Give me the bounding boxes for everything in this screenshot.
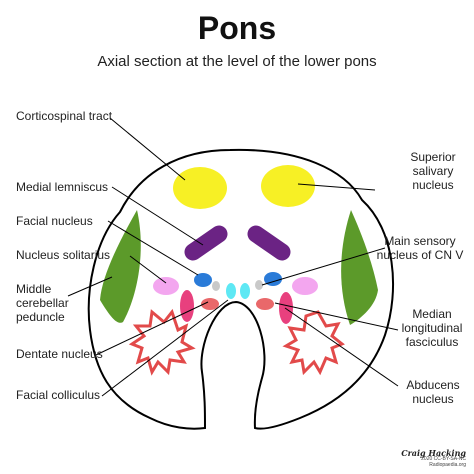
label-facial-colliculus: Facial colliculus [16,388,101,402]
leader-facial-colliculus [101,299,229,397]
mcp-right [341,210,378,325]
leader-salivary [297,183,376,191]
credit-license: 2020 CC-BY-SA-NC [421,456,466,462]
mlf-right [279,292,293,324]
sensory-line-2: nucleus of CN V [376,248,464,262]
mcp-left [100,210,141,323]
label-facial-nucleus: Facial nucleus [16,214,93,228]
dentate-right [282,310,345,376]
abducens-left [201,298,219,310]
mcp-line-3: peduncle [16,310,65,324]
mlf-line-2: longitudinal [401,321,463,335]
sensory-line-1: Main sensory [384,234,456,248]
mcp-line-1: Middle [16,282,52,296]
leader-sensory-v [261,247,386,286]
page-subtitle: Axial section at the level of the lower … [97,53,377,70]
abducens-line-1: Abducens [406,378,460,392]
salivary-right [255,280,263,290]
leader-facial-nucleus [107,220,199,276]
abducens-right [256,298,274,310]
sensory-v-left [194,273,212,287]
mlf-line-1: Median [412,307,452,321]
label-corticospinal-tract: Corticospinal tract [16,109,113,123]
salivary-line-3: nucleus [412,178,454,192]
label-middle-cerebellar-peduncle: Middle cerebellar peduncle [16,282,69,324]
leader-medial-lemniscus [111,186,204,246]
facial-nucleus-right [292,277,318,295]
salivary-line-1: Superior [410,150,456,164]
mlf-left [180,290,194,322]
sensory-v-right [264,272,282,286]
corticospinal-right [261,165,315,207]
label-main-sensory-nucleus: Main sensory nucleus of CN V [372,234,468,262]
credit-site: Radiopaedia.org [429,462,466,468]
leader-mlf [274,302,399,331]
colliculus-right [240,283,250,299]
salivary-line-2: salivary [412,164,454,178]
mcp-line-2: cerebellar [16,296,69,310]
leader-solitarius [129,255,167,284]
leader-abducens [284,307,399,387]
mlf-line-3: fasciculus [405,335,459,349]
page-title: Pons [197,10,277,46]
facial-nucleus-left [153,277,179,295]
label-superior-salivary-nucleus: Superior salivary nucleus [398,150,468,192]
medial-lemniscus-right [247,225,291,261]
label-medial-lemniscus: Medial lemniscus [16,180,109,194]
colliculus-left [226,283,236,299]
credit-author: Craig Hacking [401,448,466,458]
leader-corticospinal [109,117,186,181]
leader-dentate [95,301,209,356]
solitarius-left [212,281,220,291]
label-nucleus-solitarius: Nucleus solitarius [16,248,111,262]
label-median-longitudinal-fasciculus: Median longitudinal fasciculus [392,307,472,349]
credit: Craig Hacking 2020 CC-BY-SA-NC Radiopaed… [401,448,466,468]
medial-lemniscus-left [184,225,228,261]
abducens-line-2: nucleus [412,392,454,406]
label-abducens-nucleus: Abducens nucleus [398,378,468,406]
dentate-left [128,308,196,376]
leader-mcp [67,276,113,297]
label-dentate-nucleus: Dentate nucleus [16,347,103,361]
corticospinal-left [173,167,227,209]
